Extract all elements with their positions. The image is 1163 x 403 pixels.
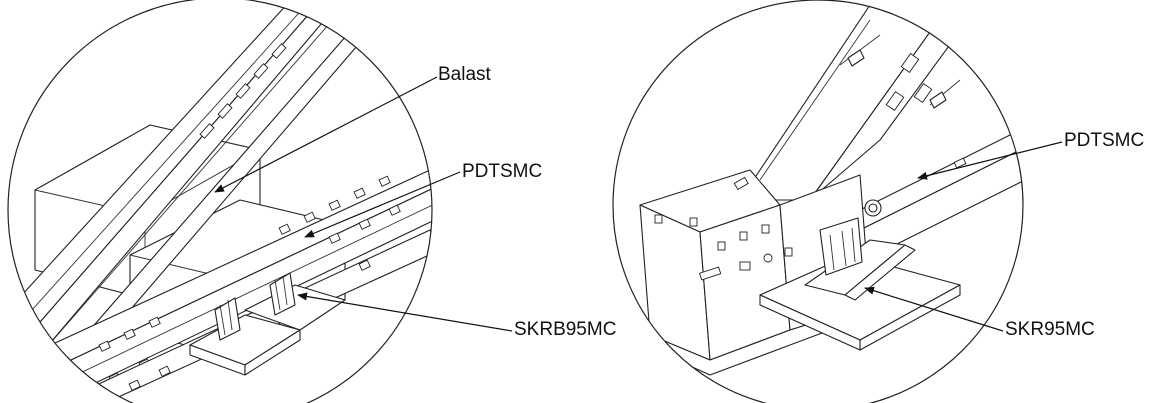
leader-left-base	[297, 292, 513, 332]
left-rail-pdtsmc	[39, 169, 432, 401]
leader-right-rail	[917, 141, 1063, 180]
right-callouts: PDTSMC SKR95MC	[864, 130, 1144, 340]
label-right-rail: PDTSMC	[1064, 130, 1144, 151]
leader-right-base	[864, 286, 1004, 332]
label-balast: Balast	[438, 64, 492, 85]
leader-left-rail	[304, 171, 461, 238]
left-detail-view	[7, 0, 433, 403]
bolt	[864, 199, 882, 217]
label-left-base: SKRB95MC	[514, 319, 616, 340]
right-detail-view	[612, 0, 1024, 403]
leader-balast	[214, 76, 438, 193]
right-detail-circle	[612, 0, 1024, 403]
left-detail-circle	[7, 0, 433, 403]
upper-beam	[8, 0, 376, 381]
left-base-skrb95mc	[189, 272, 346, 376]
right-base-skr95mc	[759, 217, 961, 351]
right-incoming-channel	[739, 0, 991, 201]
upper-beam-slots	[199, 43, 287, 139]
left-callouts: Balast PDTSMC SKRB95MC	[214, 64, 616, 340]
label-right-base: SKR95MC	[1005, 319, 1095, 340]
label-left-rail: PDTSMC	[462, 161, 542, 182]
